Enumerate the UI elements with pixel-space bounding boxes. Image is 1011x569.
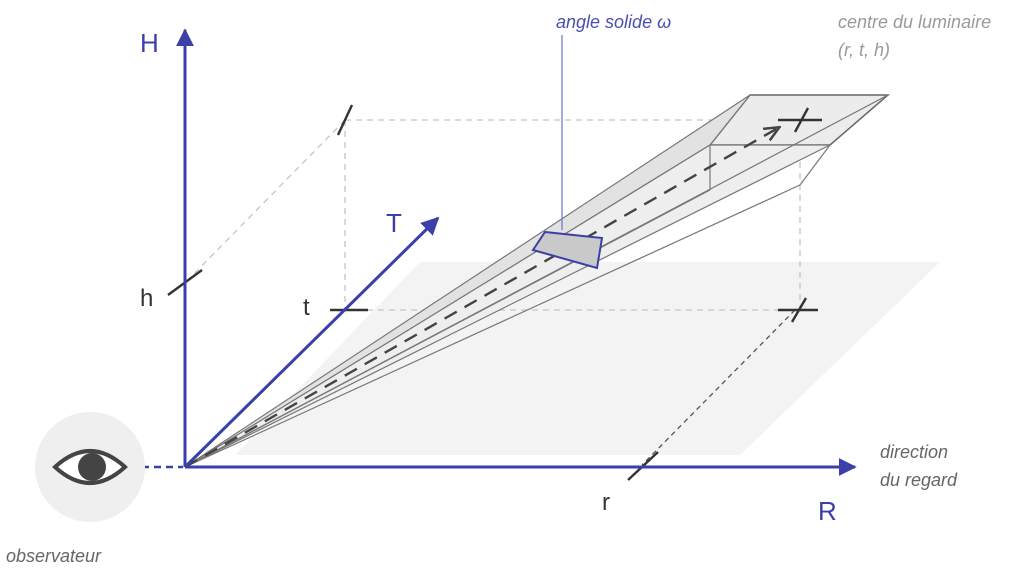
projection-lines — [184, 119, 801, 311]
solid-angle-cone — [184, 94, 889, 468]
eye-icon — [35, 412, 145, 522]
coord-t-label: t — [303, 294, 310, 321]
luminaire-center-coords: (r, t, h) — [838, 40, 890, 60]
ground-plane — [235, 262, 940, 455]
solid-angle-label: angle solide ω — [556, 12, 671, 32]
view-direction-label-2: du regard — [880, 470, 958, 490]
solid-angle-patch — [531, 230, 604, 270]
axis-t — [183, 216, 440, 469]
axis-h-label: H — [140, 28, 159, 58]
view-direction-label-1: direction — [880, 442, 948, 462]
luminaire-center-cross — [778, 107, 822, 133]
coord-r-label: r — [602, 489, 610, 516]
axis-r-label: R — [818, 496, 837, 526]
observer-label: observateur — [6, 546, 102, 566]
axis-t-label: T — [386, 208, 402, 238]
luminaire-center-label: centre du luminaire — [838, 12, 991, 32]
r-projection-line — [641, 309, 796, 466]
coord-h-label: h — [140, 285, 153, 312]
axes — [176, 28, 857, 476]
